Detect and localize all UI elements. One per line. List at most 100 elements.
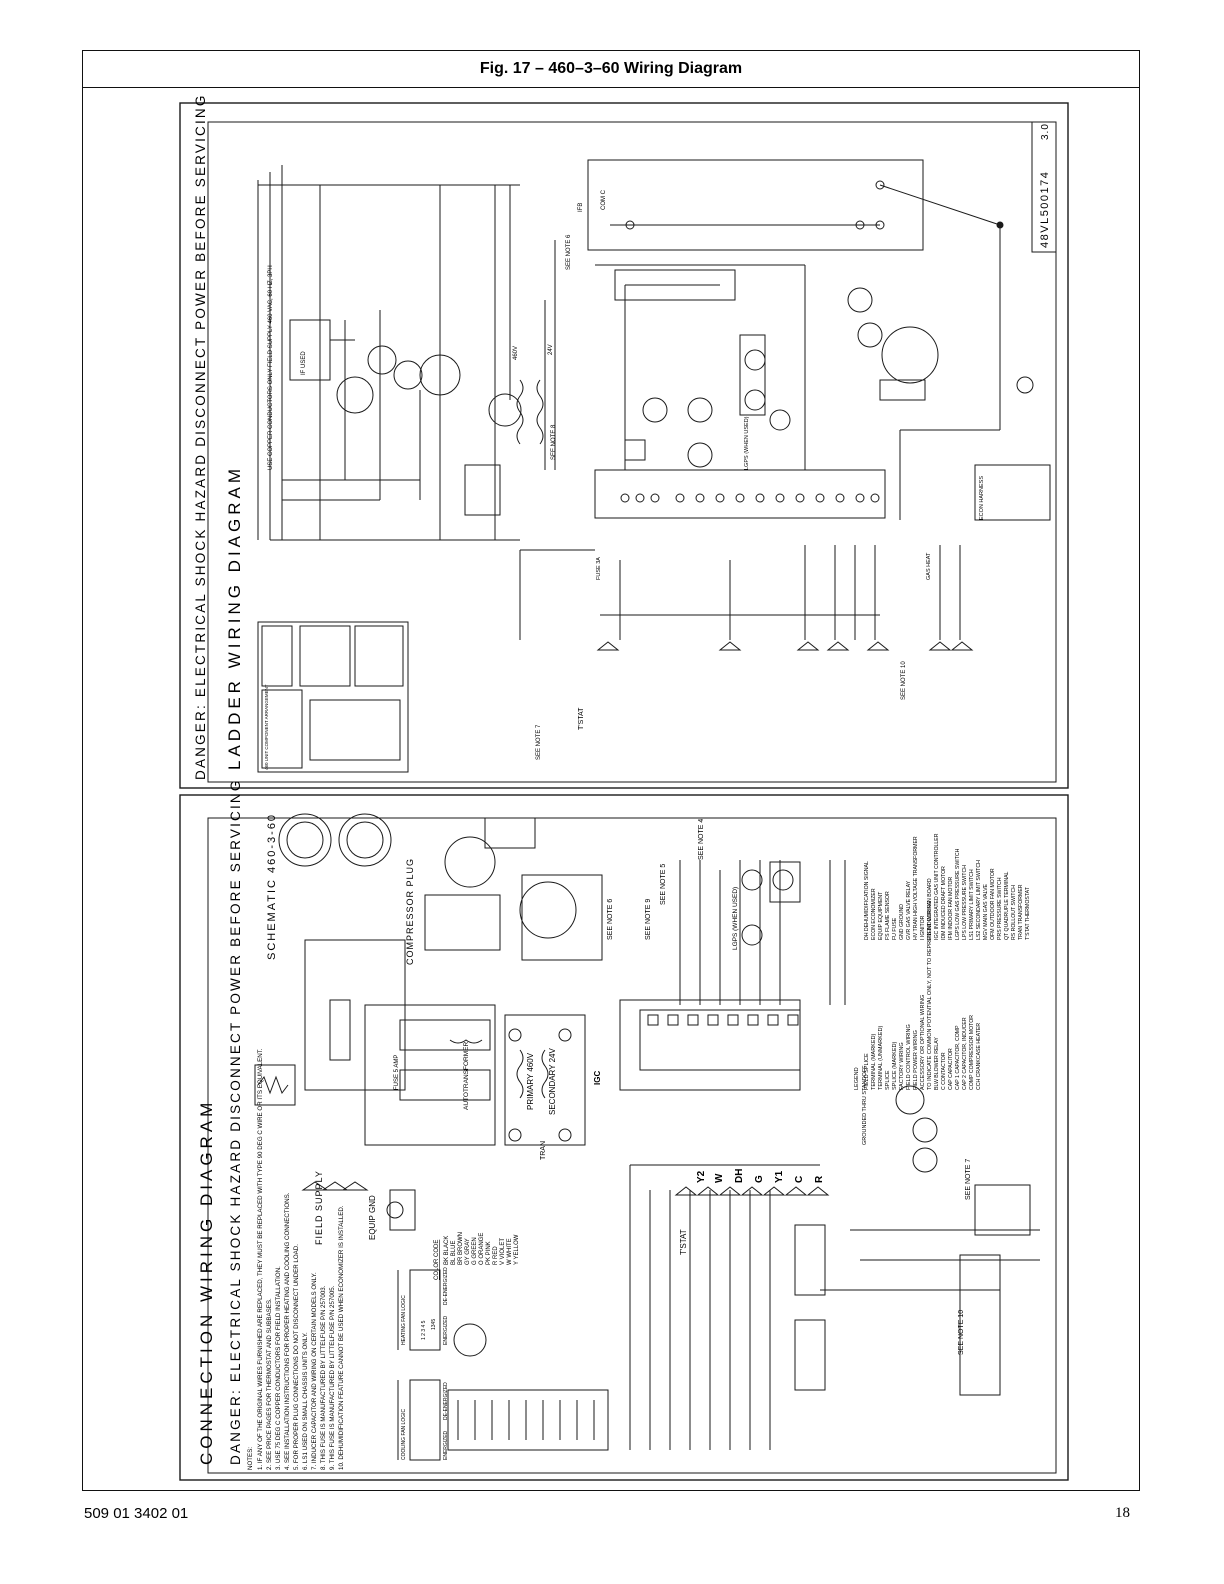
ladder-revision: 3.0 [1040, 123, 1051, 140]
color-code-y: Y YELLOW [514, 1234, 520, 1265]
heating-de-energized: DE-ENERGIZED [443, 1267, 449, 1305]
legend-item-1: FIELD SPLICE [864, 1053, 870, 1090]
heating-energized: ENERGIZED [443, 1315, 449, 1345]
tstat-terminal-c: C [794, 1176, 805, 1183]
legend-item-10: TO INDICATE COMMON POTENTIAL ONLY, NOT T… [927, 901, 933, 1090]
abbr-28: QT QUADRUPLE TERMINAL [1004, 871, 1010, 940]
tstat-terminal-y1: Y1 [774, 1170, 785, 1183]
legend-item-4: SPLICE [885, 1070, 891, 1090]
abbr-19: IDM INDUCED DRAFT MOTOR [941, 866, 947, 940]
abbreviations: BLW BLOWER RELAY C CONTACTOR CAP CAPACIT… [864, 833, 1031, 1090]
abbr-24: LS2 SECONDARY LIMIT SWITCH [976, 860, 982, 940]
heating-fan-logic-title: HEATING FAN LOGIC [401, 1295, 407, 1345]
color-code-o: O ORANGE [479, 1233, 485, 1265]
legend-item-8: FIELD POWER WIRING [913, 1030, 919, 1090]
tstat-terminals: Y2 W DH G Y1 C R [696, 1169, 825, 1183]
note-1: 1. IF ANY OF THE ORIGINAL WIRES FURNISHE… [257, 1048, 264, 1470]
ladder-see-note-10: SEE NOTE 10 [901, 661, 907, 700]
notes-title: NOTES: [247, 1447, 254, 1470]
ladder-fuse: FUSE 3A [596, 557, 602, 580]
connection-secondary: SECONDARY 24V [548, 1047, 557, 1115]
abbr-9: ECON ECONOMIZER [871, 888, 877, 940]
ladder-field-supply: USE COPPER CONDUCTORS ONLY FIELD SUPPLY … [268, 265, 274, 470]
note-9: 9. THIS FUSE IS MANUFACTURED BY LITTELFU… [329, 1285, 336, 1470]
abbr-18: IGC INTEGRATED GAS UNIT CONTROLLER [934, 833, 940, 940]
abbr-23: LS1 PRIMARY LIMIT SWITCH [969, 869, 975, 940]
legend-item-9: ACCESSORY OR OPTIONAL WIRING [920, 995, 926, 1090]
abbr-25: MGV MAIN GAS VALVE [983, 883, 989, 940]
tstat-terminal-dh: DH [734, 1169, 745, 1183]
color-code-pk: PK PINK [486, 1241, 492, 1265]
tstat-terminal-r: R [814, 1175, 825, 1183]
footer-doc-number: 509 01 3402 01 [84, 1505, 189, 1522]
abbr-14: GVR GAS VALVE RELAY [906, 880, 912, 940]
fan-logic-pins: 1 2 3 4 5 [421, 1320, 427, 1340]
abbr-29: RS ROLLOUT SWITCH [1011, 885, 1017, 940]
abbr-12: FU FUSE [892, 917, 898, 940]
fan-logic-pin-values: 1345 [431, 1319, 437, 1330]
abbr-31: T'STAT THERMOSTAT [1025, 886, 1031, 940]
connection-tran: TRAN [540, 1141, 547, 1160]
abbr-20: IFM INDOOR FAN MOTOR [948, 876, 954, 940]
abbr-10: EQUIP EQUIPMENT [878, 891, 884, 940]
note-6: 6. LS1 USED ON SMALL CHASSIS UNITS ONLY. [302, 1332, 309, 1470]
connection-see-note-9: SEE NOTE 9 [645, 899, 652, 940]
note-2: 2. SEE PRICE PAGES FOR THERMOSTAT AND SU… [266, 1298, 273, 1470]
figure-title: Fig. 17 – 460–3–60 Wiring Diagram [83, 51, 1139, 88]
tstat-terminal-y2: Y2 [696, 1170, 707, 1183]
legend-block: LEGEND FIELD SPLICE TERMINAL (MARKED) TE… [854, 901, 933, 1090]
cooling-fan-logic-title: COOLING FAN LOGIC [401, 1408, 407, 1460]
figure-frame: Fig. 17 – 460–3–60 Wiring Diagram [82, 50, 1140, 1491]
ladder-see-note-7: SEE NOTE 7 [536, 724, 542, 760]
color-code-g: G GREEN [472, 1237, 478, 1265]
ladder-gas-heat: GAS HEAT [926, 552, 932, 580]
color-code-bk: BK BLACK [444, 1236, 450, 1265]
abbr-3: CAP CAPACITOR [948, 1048, 954, 1090]
abbr-26: OFM OUTDOOR FAN MOTOR [990, 868, 996, 940]
cooling-de-energized: DE-ENERGIZED [443, 1382, 449, 1420]
color-code-v: V VIOLET [500, 1238, 506, 1265]
ladder-econ-harness: ECON HARNESS [979, 476, 985, 520]
connection-panel [179, 794, 1069, 1481]
connection-see-note-6: SEE NOTE 6 [607, 899, 614, 940]
connection-primary: PRIMARY 460V [526, 1052, 535, 1110]
connection-see-note-5: SEE NOTE 5 [660, 864, 667, 905]
ladder-ifb: IFB [578, 203, 584, 212]
color-code-title: COLOR CODE [434, 1240, 440, 1280]
color-code-r: R RED [493, 1246, 499, 1265]
legend-item-2: TERMINAL (MARKED) [871, 1034, 877, 1090]
abbr-11: FS FLAME SENSOR [885, 891, 891, 940]
ladder-see-note-6: SEE NOTE 6 [566, 234, 572, 270]
connection-danger: DANGER: ELECTRICAL SHOCK HAZARD DISCONNE… [228, 778, 243, 1465]
connection-autotransformer: AUTOTRANSFORMER [463, 1042, 470, 1110]
cooling-energized: ENERGIZED [443, 1430, 449, 1460]
ladder-title: LADDER WIRING DIAGRAM [225, 465, 244, 770]
ladder-danger: DANGER: ELECTRICAL SHOCK HAZARD DISCONNE… [193, 93, 208, 780]
connection-tstat: T'STAT [679, 1229, 688, 1255]
color-code-br: BR BROWN [458, 1232, 464, 1265]
abbr-5: CAP 2 CAPACITOR, INDUCER [962, 1017, 968, 1090]
ladder-part-number: 48VL500174 [1039, 171, 1051, 248]
abbr-1: BLW BLOWER RELAY [934, 1037, 940, 1090]
abbr-13: GND GROUND [899, 904, 905, 940]
connection-igc: IGC [593, 1071, 602, 1085]
legend-title: LEGEND [854, 1067, 860, 1090]
ladder-panel [179, 102, 1069, 789]
ladder-com-c: COM C [601, 189, 607, 210]
tstat-terminal-w: W [714, 1173, 725, 1183]
abbr-4: CAP 1 CAPACITOR, COMP [955, 1025, 961, 1090]
ladder-arrangement-title: 460 UNIT COMPONENT ARRANGEMENT [264, 684, 269, 770]
ladder-24v: 24V [548, 344, 554, 355]
connection-schematic: SCHEMATIC 460-3-60 [266, 813, 278, 960]
connection-see-note-10: SEE NOTE 10 [958, 1310, 965, 1355]
abbr-7: CCH CRANKCASE HEATER [976, 1023, 982, 1090]
note-5: 5. FOR PROPER PLUG CONNECTIONS DO NOT DI… [293, 1244, 300, 1470]
abbr-6: COMP COMPRESSOR MOTOR [969, 1015, 975, 1090]
abbr-15: HV TRAN HIGH VOLTAGE TRANSFORMER [913, 836, 919, 940]
color-code-bl: BL BLUE [451, 1241, 457, 1265]
connection-compressor-plug: COMPRESSOR PLUG [405, 858, 415, 965]
note-8: 8. THIS FUSE IS MANUFACTURED BY LITTELFU… [320, 1285, 327, 1470]
tstat-terminal-g: G [754, 1175, 765, 1183]
note-3: 3. USE 75 DEG C COPPER CONDUCTORS FOR FI… [275, 1266, 282, 1470]
